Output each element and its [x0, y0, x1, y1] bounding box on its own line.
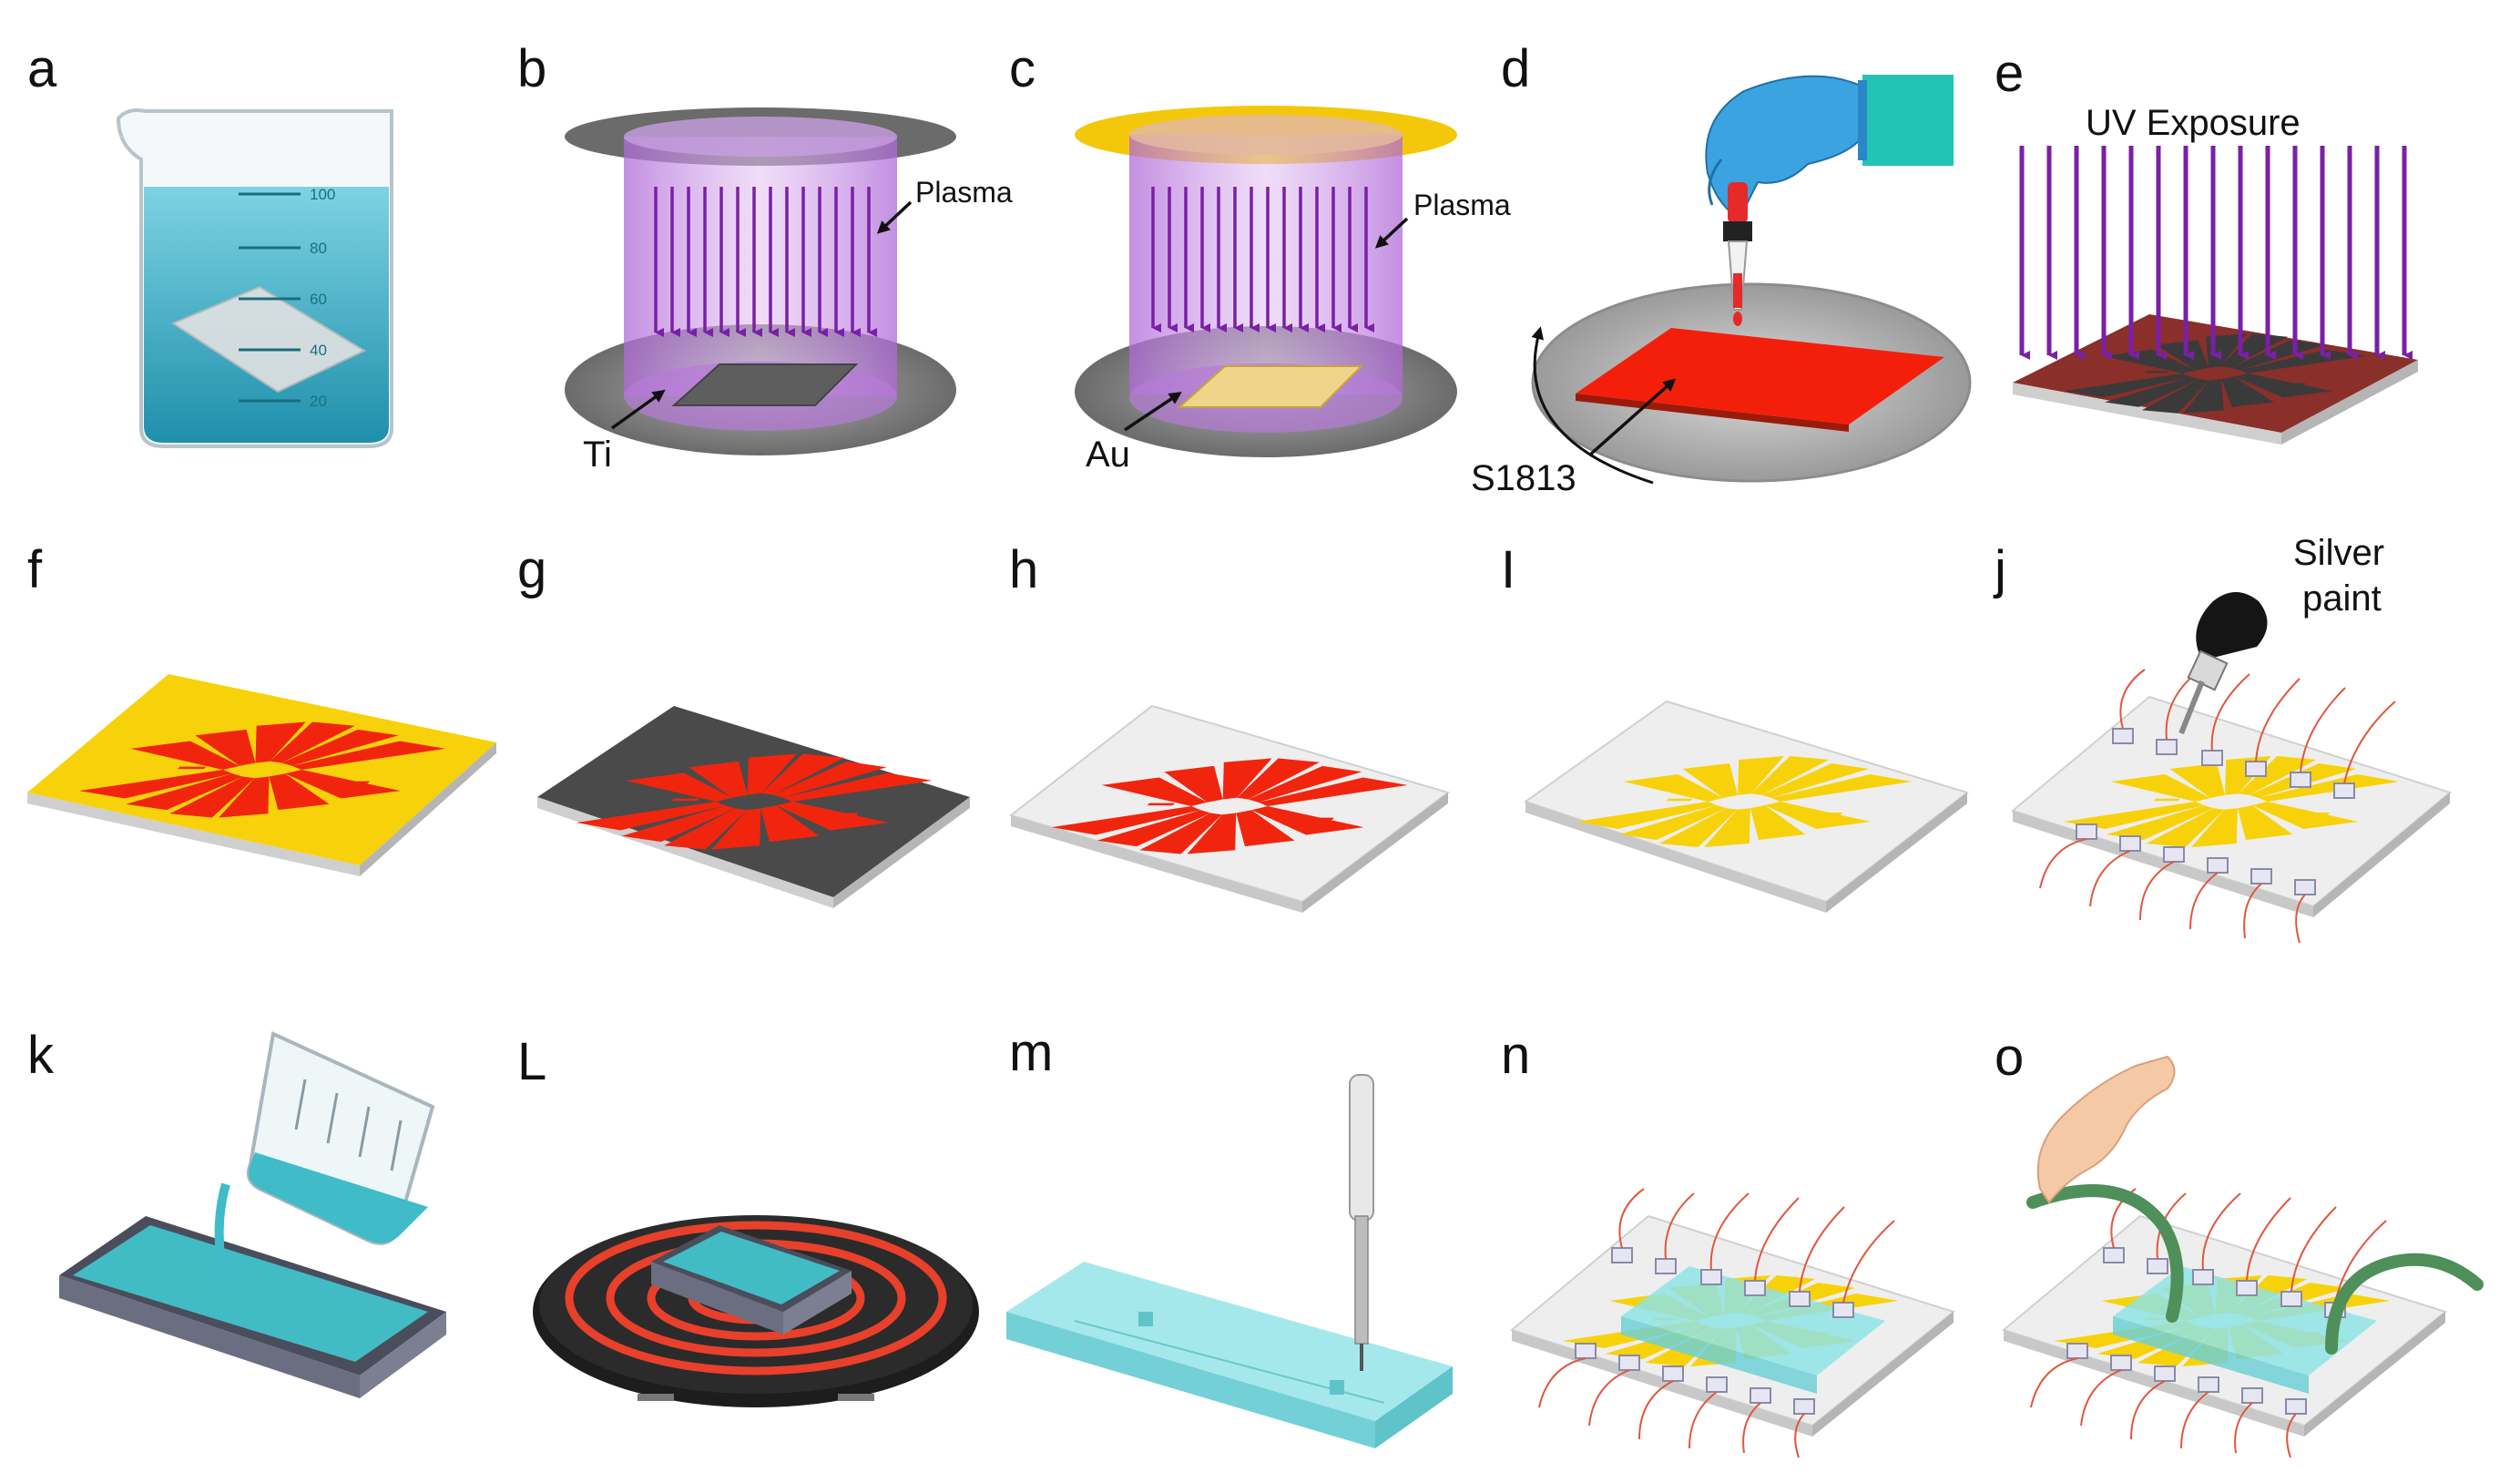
- contact-pads-o: [2066, 1247, 2346, 1415]
- panel-letter-l: L: [517, 1032, 546, 1091]
- beaker-tick-20: 20: [310, 393, 327, 410]
- panel-letter-g: g: [517, 540, 546, 599]
- beaker-tick-60: 60: [310, 291, 327, 308]
- panel-m-pdms-punch: [1006, 1074, 1453, 1448]
- panel-k-pdms-pour: [59, 1031, 446, 1398]
- label-plasma-b: Plasma: [915, 176, 1013, 209]
- panel-letter-i: I: [1501, 540, 1515, 599]
- plasma-arrows-b: [654, 187, 877, 337]
- panel-letters: a b c d e f g h I j k L m n o: [27, 39, 2024, 1091]
- panel-i-gold-electrodes: [1523, 700, 1970, 913]
- panel-letter-k: k: [27, 1026, 55, 1085]
- panel-letter-j: j: [1993, 540, 2006, 599]
- copper-wires-n: [1538, 1188, 1895, 1458]
- label-uv-exposure: UV Exposure: [2086, 103, 2301, 143]
- panel-letter-f: f: [27, 540, 43, 599]
- panel-b-plasma-ti: Plasma Ti: [565, 107, 1013, 475]
- panel-letter-a: a: [27, 39, 57, 98]
- label-paint: paint: [2302, 578, 2382, 619]
- panel-l-hot-plate: [533, 1215, 979, 1407]
- dropper-icon: [1723, 182, 1752, 326]
- panel-letter-o: o: [1995, 1028, 2024, 1087]
- tubing-icon: [2026, 1184, 2484, 1355]
- panel-n-bonded-device: [1509, 1188, 1956, 1458]
- panel-e-uv-exposure: UV Exposure: [2013, 103, 2418, 445]
- plasma-arrows-c: [1151, 187, 1374, 332]
- panel-d-spin-coat: S1813: [1471, 75, 1972, 498]
- panel-letter-n: n: [1501, 1026, 1530, 1085]
- beaker-tick-100: 100: [310, 186, 335, 203]
- biopsy-punch-icon: [1349, 1074, 1374, 1371]
- contact-pads-n: [1575, 1247, 1854, 1415]
- panel-o-tubing: [2001, 1055, 2484, 1458]
- silver-paint-bottle-icon: [2178, 592, 2268, 735]
- contact-pads-j: [2076, 728, 2355, 895]
- gloved-hand-icon: [1705, 75, 1954, 220]
- panel-letter-b: b: [517, 39, 546, 98]
- hand-icon: [2036, 1055, 2176, 1204]
- label-s1813: S1813: [1471, 458, 1576, 498]
- beaker-tick-40: 40: [310, 342, 327, 359]
- beaker-tick-80: 80: [310, 240, 327, 257]
- pouring-beaker-icon: [247, 1031, 435, 1245]
- label-au: Au: [1086, 435, 1130, 475]
- panel-a-beaker: 100 80 60 40 20: [116, 108, 393, 448]
- label-plasma-c: Plasma: [1413, 189, 1511, 221]
- panel-letter-d: d: [1501, 39, 1530, 98]
- panel-g-resist-on-dark: [537, 706, 970, 908]
- panel-letter-c: c: [1009, 39, 1036, 98]
- panel-letter-h: h: [1009, 540, 1038, 599]
- uv-arrows: [2019, 146, 2413, 360]
- panel-j-silver-paint: Silver paint: [2010, 533, 2453, 944]
- copper-wires-j: [2039, 669, 2396, 944]
- label-silver: Silver: [2293, 533, 2384, 573]
- panel-c-plasma-au: Plasma Au: [1075, 106, 1511, 475]
- panel-letter-m: m: [1009, 1023, 1053, 1082]
- panel-h-resist-on-glass: [1008, 704, 1451, 913]
- panel-letter-e: e: [1995, 44, 2024, 103]
- label-ti: Ti: [583, 435, 612, 475]
- copper-wires-o: [2030, 1188, 2387, 1458]
- panel-f-resist-on-gold: [27, 674, 496, 876]
